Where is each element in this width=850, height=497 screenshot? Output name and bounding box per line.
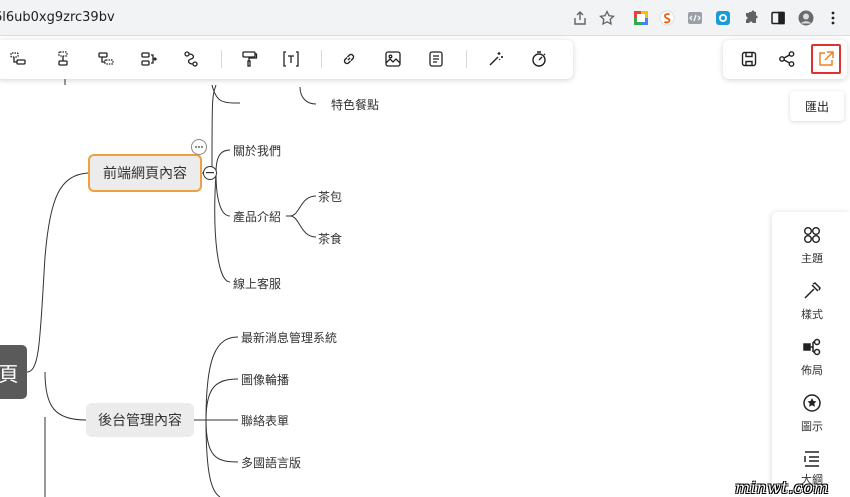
node-more-icon[interactable] <box>191 139 207 155</box>
insert-child-topic-icon[interactable] <box>4 45 32 73</box>
extension-colorful-icon[interactable] <box>630 7 652 29</box>
save-icon[interactable] <box>735 45 763 73</box>
root-node-label: 頁 <box>0 361 19 386</box>
leaf-node[interactable]: 線上客服 <box>233 277 282 291</box>
leaf-node[interactable]: 聯絡表單 <box>241 414 290 428</box>
panel-label: 圖示 <box>801 420 823 433</box>
link-icon[interactable] <box>335 45 363 73</box>
leaf-node[interactable]: 關於我們 <box>233 144 282 158</box>
export-tooltip-label: 匯出 <box>804 99 829 114</box>
note-icon[interactable] <box>422 45 450 73</box>
root-node[interactable]: 頁 <box>0 345 27 399</box>
profile-avatar[interactable] <box>795 7 817 29</box>
branch-node-label: 後台管理內容 <box>98 413 182 429</box>
edit-toolbar <box>0 40 573 79</box>
insert-sibling-topic-icon[interactable] <box>49 45 77 73</box>
address-bar[interactable]: 6l6ub0xg9zrc39bv <box>0 10 115 25</box>
style-icon <box>804 282 821 299</box>
extensions-puzzle-icon[interactable] <box>740 7 762 29</box>
leaf-node[interactable]: 圖像輪播 <box>241 373 290 387</box>
leaf-node[interactable]: 產品介紹 <box>233 210 282 224</box>
panel-label: 主題 <box>801 252 823 265</box>
insert-parent-topic-icon[interactable] <box>92 45 120 73</box>
export-tooltip: 匯出 <box>790 91 844 121</box>
leaf-node[interactable]: 茶包 <box>318 190 343 204</box>
outline-icon <box>804 451 819 467</box>
layout-icon <box>803 338 821 356</box>
branch-node-backend[interactable]: 後台管理內容 <box>86 403 194 437</box>
toolbar-divider <box>221 50 222 68</box>
side-panel-icon[interactable] <box>767 7 789 29</box>
image-icon[interactable] <box>379 45 407 73</box>
branch-node-frontend[interactable]: 前端網頁內容 <box>88 154 202 192</box>
collapse-toggle-icon[interactable] <box>203 166 217 180</box>
panel-label: 佈局 <box>801 364 823 377</box>
leaf-node[interactable]: 最新消息管理系統 <box>241 331 338 345</box>
export-button[interactable] <box>811 44 841 74</box>
extension-s-icon[interactable] <box>656 7 678 29</box>
leaf-node[interactable]: 特色餐點 <box>331 98 380 112</box>
panel-style[interactable]: 樣式 <box>778 281 846 322</box>
marker-icon <box>803 394 821 412</box>
browser-menu-icon[interactable] <box>822 7 844 29</box>
toolbar-divider <box>321 50 322 68</box>
toolbar-divider <box>466 50 467 68</box>
leaf-node[interactable]: 茶食 <box>318 232 343 246</box>
panel-label: 大綱 <box>801 473 823 486</box>
extension-camera-icon[interactable] <box>712 7 734 29</box>
share-nodes-icon[interactable] <box>773 45 801 73</box>
format-painter-icon[interactable] <box>235 45 263 73</box>
timer-icon[interactable] <box>525 45 553 73</box>
magic-wand-icon[interactable] <box>482 45 510 73</box>
branch-node-label: 前端網頁內容 <box>103 166 187 182</box>
theme-icon <box>804 227 820 243</box>
watermark-text: minwt.com <box>735 478 830 497</box>
insert-summary-icon[interactable] <box>135 45 163 73</box>
text-style-icon[interactable] <box>277 45 305 73</box>
file-toolbar <box>723 40 847 79</box>
browser-toolbar: 6l6ub0xg9zrc39bv <box>0 0 850 36</box>
panel-outline[interactable]: 大綱 <box>778 449 846 487</box>
relationship-icon[interactable] <box>177 45 205 73</box>
bookmark-star-icon[interactable] <box>596 7 618 29</box>
panel-label: 樣式 <box>801 308 823 321</box>
extension-code-icon[interactable] <box>684 7 706 29</box>
panel-theme[interactable]: 主題 <box>778 225 846 266</box>
mindmap-canvas[interactable]: 頁 前端網頁內容 特色餐點 關於我們 產品介紹 線上客服 茶包 茶食 後台管理內… <box>0 37 850 497</box>
panel-marker[interactable]: 圖示 <box>778 393 846 434</box>
leaf-node[interactable]: 多國語言版 <box>241 456 302 470</box>
share-icon[interactable] <box>569 7 591 29</box>
right-panel <box>772 212 850 497</box>
panel-layout[interactable]: 佈局 <box>778 337 846 378</box>
